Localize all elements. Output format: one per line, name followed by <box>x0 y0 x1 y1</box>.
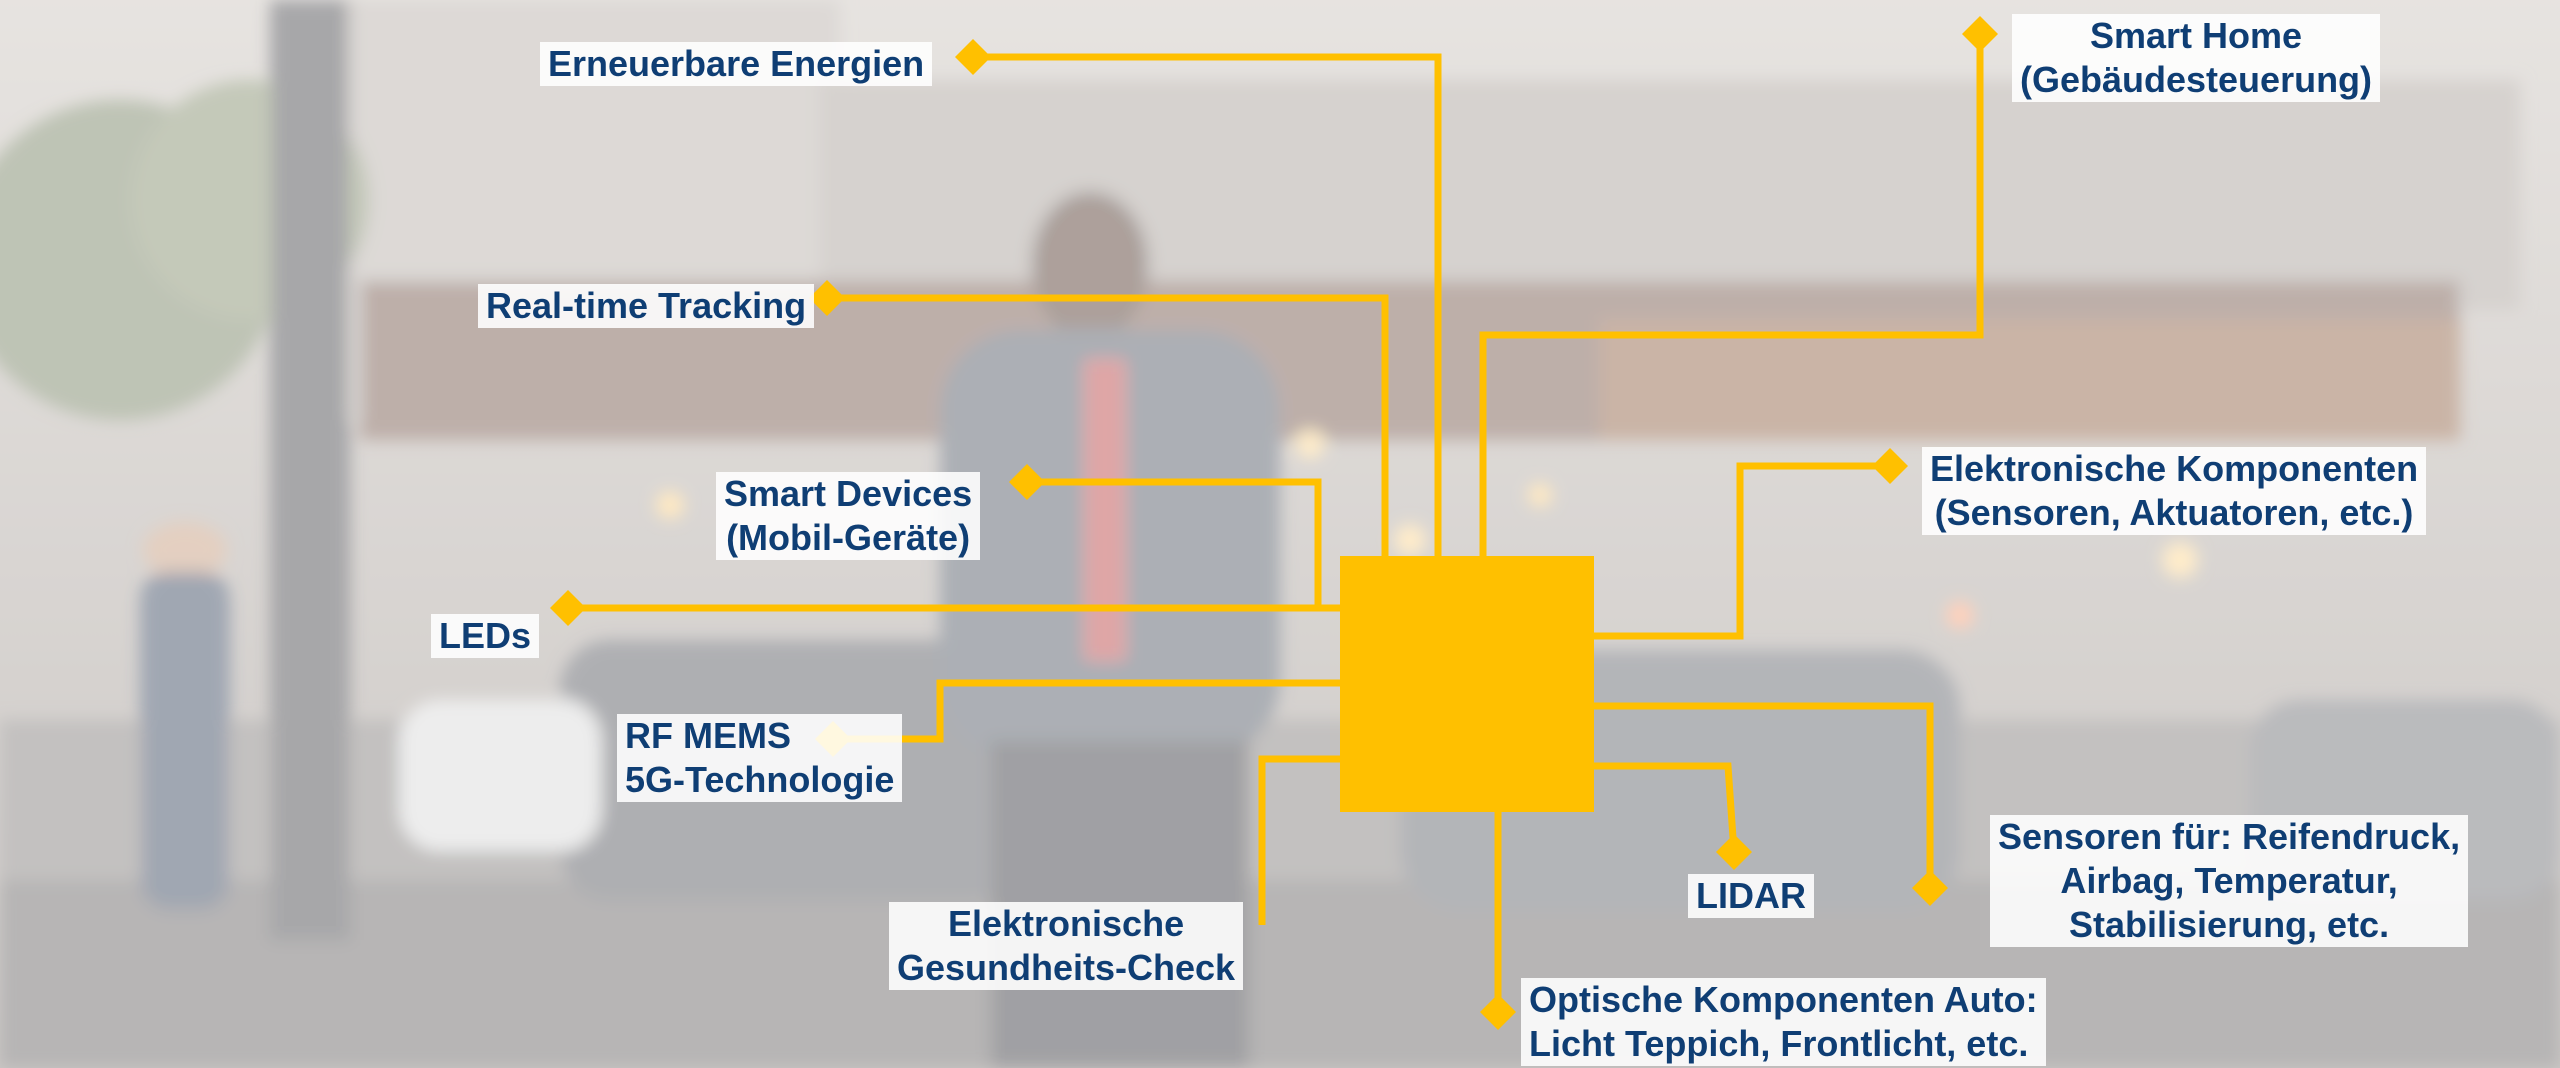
label-line: (Sensoren, Aktuatoren, etc.) <box>1934 492 2414 533</box>
label-line: Licht Teppich, Frontlicht, etc. <box>1529 1023 2029 1064</box>
connector-line-smart-home <box>1479 34 1984 556</box>
label-line: Elektronische Komponenten <box>1930 448 2419 489</box>
label-leds: LEDs <box>431 614 540 658</box>
label-line: (Mobil-Geräte) <box>726 517 971 558</box>
label-smart-home: Smart Home (Gebäudesteuerung) <box>2012 14 2381 102</box>
label-line: Smart Home <box>2089 15 2303 56</box>
connector-line-sensoren <box>1594 702 1934 888</box>
label-line: Smart Devices <box>724 473 973 514</box>
center-chip <box>1340 556 1594 812</box>
label-lidar: LIDAR <box>1688 874 1814 918</box>
label-erneuerbare-energien: Erneuerbare Energien <box>540 42 933 86</box>
label-line: RF MEMS <box>625 715 791 756</box>
diamond-marker-realtime <box>809 280 845 316</box>
label-line: Optische Komponenten Auto: <box>1529 979 2038 1020</box>
label-line: Real-time Tracking <box>486 285 807 326</box>
diamond-marker-lidar <box>1716 834 1752 870</box>
label-line: Gesundheits-Check <box>897 947 1236 988</box>
diamond-marker-smart-home <box>1962 16 1998 52</box>
connector-line-smart-devices <box>1027 478 1340 612</box>
label-gesundheits-check: Elektronische Gesundheits-Check <box>889 902 1244 990</box>
label-line: Erneuerbare Energien <box>548 43 925 84</box>
label-rf-mems: RF MEMS 5G-Technologie <box>617 714 903 802</box>
diamond-marker-sensoren <box>1912 870 1948 906</box>
connector-line-realtime <box>827 294 1389 556</box>
diamond-marker-smart-devices <box>1009 464 1045 500</box>
label-realtime-tracking: Real-time Tracking <box>478 284 815 328</box>
label-optische-komponenten: Optische Komponenten Auto: Licht Teppich… <box>1521 978 2046 1066</box>
label-line: 5G-Technologie <box>625 759 895 800</box>
label-elektronische-komponenten: Elektronische Komponenten (Sensoren, Akt… <box>1922 447 2427 535</box>
connector-line-rf-mems <box>833 679 1340 743</box>
label-line: Sensoren für: Reifendruck, <box>1998 816 2461 857</box>
label-line: (Gebäudesteuerung) <box>2020 59 2373 100</box>
connector-line-komponenten <box>1594 462 1890 640</box>
label-smart-devices: Smart Devices (Mobil-Geräte) <box>716 472 981 560</box>
diamond-marker-erneuerbare <box>955 39 991 75</box>
diamond-marker-leds <box>550 590 586 626</box>
connector-line-lidar <box>1594 762 1738 853</box>
diamond-marker-optische <box>1480 994 1516 1030</box>
diamond-marker-komponenten <box>1872 448 1908 484</box>
connector-line-erneuerbare <box>973 53 1442 556</box>
connector-line-gesundheit <box>1258 755 1340 925</box>
label-line: Elektronische <box>948 903 1185 944</box>
label-line: LIDAR <box>1696 875 1806 916</box>
label-sensoren: Sensoren für: Reifendruck, Airbag, Tempe… <box>1990 815 2469 947</box>
label-line: Airbag, Temperatur, <box>2060 860 2398 901</box>
label-line: LEDs <box>439 615 532 656</box>
label-line: Stabilisierung, etc. <box>2069 904 2390 945</box>
